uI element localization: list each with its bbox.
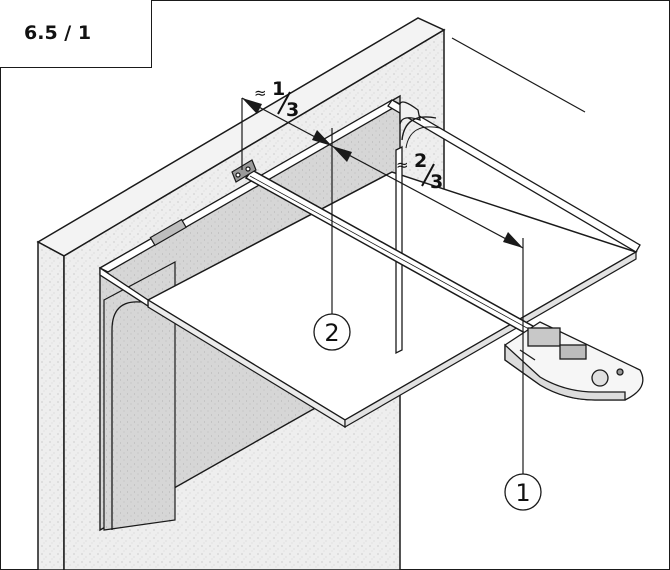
spring-shaft [149, 218, 187, 247]
rail-bracket [231, 159, 257, 183]
fraction-left: ≈ 1 3 [254, 78, 299, 121]
approx-symbol-right: ≈ [396, 156, 409, 174]
fraction-left-numerator: 1 [272, 78, 285, 100]
door-panel-edge-right [344, 250, 637, 429]
operator-rail-line [249, 175, 539, 335]
callout-1-number: 1 [515, 479, 530, 507]
dimension-arrows [242, 98, 523, 248]
operator-motor [504, 321, 644, 401]
wall-front [37, 240, 65, 570]
track-curve-inner [405, 126, 441, 149]
vertical-rail [395, 145, 403, 355]
approx-symbol-left: ≈ [254, 84, 267, 102]
door-leaf-curve [111, 300, 141, 530]
figure-label-box: 6.5 / 1 [0, 0, 152, 68]
track-curve [401, 116, 437, 141]
callout-1: 1 [504, 473, 542, 511]
fraction-right-denominator: 3 [430, 171, 443, 193]
door-leaf-lower [103, 260, 176, 531]
callout-2-number: 2 [324, 319, 339, 347]
fraction-left-denominator: 3 [286, 99, 299, 121]
callout-2: 2 [313, 313, 351, 351]
fraction-right-numerator: 2 [414, 150, 427, 172]
fraction-right: ≈ 2 3 [396, 150, 443, 193]
dimension-lines [241, 97, 524, 478]
figure-label: 6.5 / 1 [24, 22, 92, 44]
